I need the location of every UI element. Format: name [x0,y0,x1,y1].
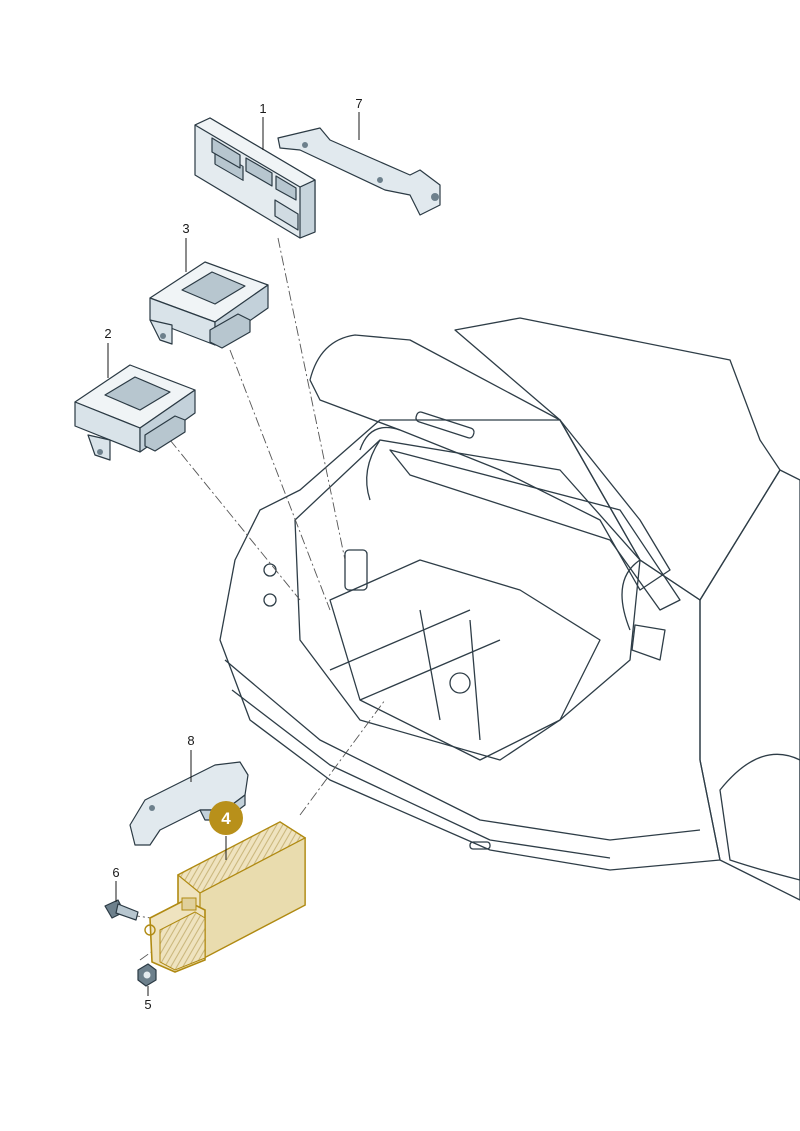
car-rear-illustration [219,317,800,901]
callout-8-label: 8 [187,733,194,748]
part-4-amplifier [144,821,307,973]
part-1-control-unit [194,117,316,239]
part-5-nut [137,963,157,987]
callout-4-badge [209,801,243,835]
part-3-module [149,261,269,349]
callout-3-label: 3 [182,221,189,236]
part-7-bracket [277,127,441,216]
part-2-module [74,364,196,461]
callout-5-label: 5 [144,997,151,1012]
callout-2-label: 2 [104,326,111,341]
callout-7: 7 [355,96,363,140]
callout-8: 8 [187,733,195,782]
callout-4: 4 [209,801,243,860]
callout-2: 2 [104,326,112,378]
callout-5: 5 [144,986,152,1012]
callout-1: 1 [259,101,267,150]
part-6-bolt [104,899,139,921]
callout-6: 6 [112,865,120,902]
callout-1-label: 1 [259,101,266,116]
callout-6-label: 6 [112,865,119,880]
callout-4-label: 4 [221,809,231,828]
callout-7-label: 7 [355,96,362,111]
callout-3: 3 [182,221,190,272]
